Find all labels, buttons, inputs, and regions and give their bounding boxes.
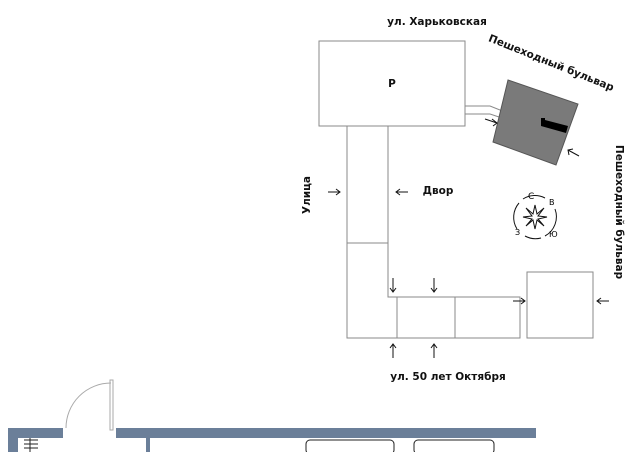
parking-block <box>318 40 466 127</box>
compass: С В Ю З <box>513 192 558 240</box>
building-block <box>492 79 579 166</box>
street-top-label: ул. Харьковская <box>387 16 487 28</box>
street-left-label: Улица <box>301 176 313 214</box>
boulevard-top-label: Пешеходный бульвар <box>487 33 616 95</box>
entrance-arrows <box>328 118 609 358</box>
boulevard-right-label: Пешеходный бульвар <box>613 145 625 280</box>
compass-star-icon <box>522 204 548 230</box>
compass-west: З <box>515 228 520 237</box>
floor-plan-preview <box>8 379 536 452</box>
yard-label: Двор <box>423 185 454 197</box>
parking-label: Р <box>388 78 396 90</box>
compass-east: В <box>549 198 555 207</box>
building-wing <box>346 126 521 339</box>
street-bottom-label: ул. 50 лет Октября <box>390 371 505 383</box>
entrance-mark <box>541 118 568 133</box>
annex-block <box>526 271 594 339</box>
connector <box>465 105 506 119</box>
compass-ring <box>513 195 557 240</box>
compass-south: Ю <box>549 230 558 239</box>
compass-north: С <box>528 192 534 202</box>
